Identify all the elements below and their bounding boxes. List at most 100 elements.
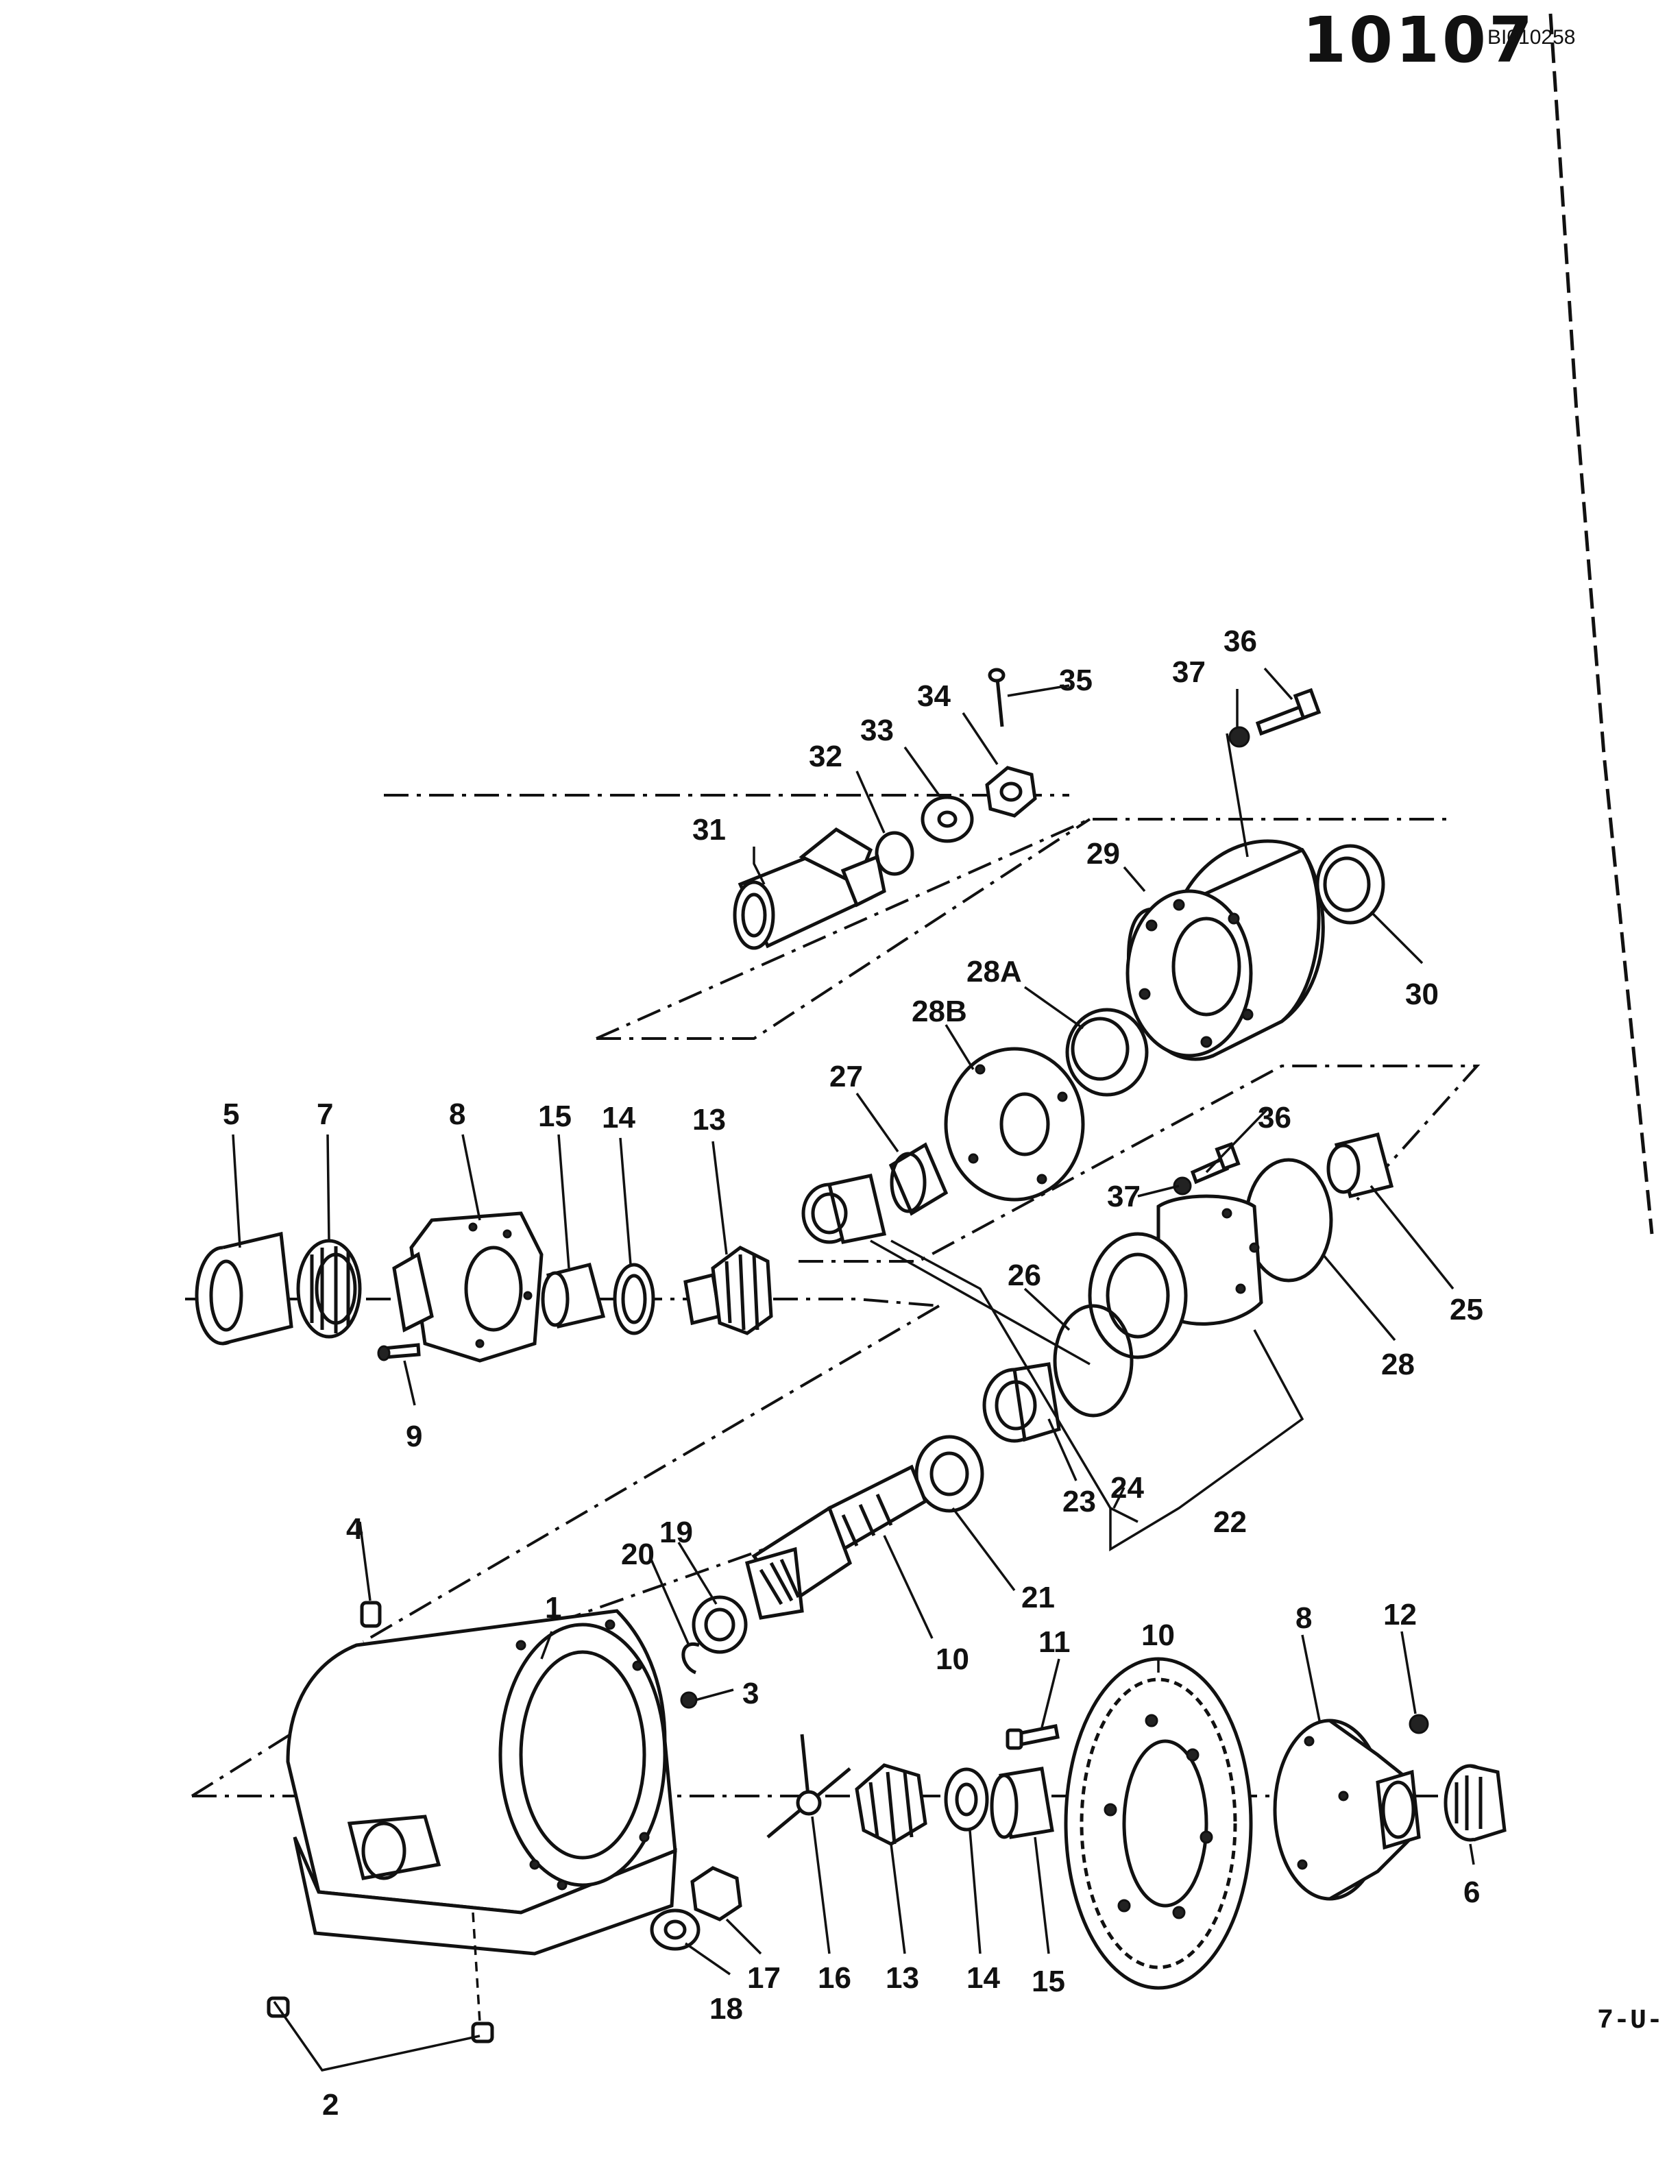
bearing-cone-6 xyxy=(1444,1764,1507,1842)
callout-29: 29 xyxy=(1086,837,1120,871)
leader-24 xyxy=(890,1239,1139,1523)
leader-28a xyxy=(1023,986,1084,1030)
thrust-washer-14-upper xyxy=(613,1263,655,1335)
leader-34 xyxy=(962,712,999,765)
leader-3 xyxy=(695,1688,734,1701)
breather-4 xyxy=(360,1601,382,1628)
axle-housing-1 xyxy=(286,1609,677,1956)
callout-28b: 28B xyxy=(912,995,967,1028)
callout-20: 20 xyxy=(621,1538,655,1571)
callout-3: 3 xyxy=(742,1677,759,1710)
leader-11 xyxy=(1040,1658,1060,1728)
callout-9: 9 xyxy=(406,1420,422,1453)
leader-18 xyxy=(685,1942,731,1976)
drain-plug-axis xyxy=(472,1912,481,2023)
leader-36-mid xyxy=(1205,1107,1269,1174)
leader-23 xyxy=(1047,1418,1078,1481)
callout-8-lower: 8 xyxy=(1295,1601,1312,1635)
callout-15-lower: 15 xyxy=(1032,1965,1065,1998)
bolt-11 xyxy=(1006,1724,1060,1750)
leader-16 xyxy=(811,1816,831,1954)
leader-26-cup xyxy=(870,1239,1091,1366)
callout-27: 27 xyxy=(829,1060,863,1093)
bearing-cone-27 xyxy=(888,1142,949,1216)
pinion-bearing-19 xyxy=(692,1595,748,1654)
callout-36-mid: 36 xyxy=(1258,1101,1291,1135)
callout-18: 18 xyxy=(709,1992,743,2026)
leader-9 xyxy=(403,1360,416,1406)
leader-15-lower xyxy=(1034,1836,1050,1954)
callout-30: 30 xyxy=(1405,978,1439,1011)
cotter-pin xyxy=(988,668,1006,727)
pinion-gear-13-lower xyxy=(855,1763,927,1846)
cap-screw-36-mid xyxy=(1173,1141,1241,1196)
bearing-cup-left xyxy=(801,1174,887,1244)
callout-22: 22 xyxy=(1213,1505,1247,1539)
drive-pinion xyxy=(744,1464,928,1620)
callout-37-mid: 37 xyxy=(1107,1180,1141,1213)
leader-22 xyxy=(1109,1329,1304,1552)
cap-screw-36-top xyxy=(1255,688,1322,736)
callout-10-ring: 10 xyxy=(1141,1618,1175,1652)
callout-15-upper: 15 xyxy=(538,1100,572,1133)
nut-12 xyxy=(1409,1714,1429,1734)
callout-12: 12 xyxy=(1383,1598,1417,1631)
thrust-washer-15-upper xyxy=(541,1262,606,1329)
plane-diff-axis xyxy=(185,1298,940,1307)
callout-28: 28 xyxy=(1381,1348,1415,1381)
callout-34: 34 xyxy=(917,679,951,713)
differential-case-half-8-lower xyxy=(1273,1719,1421,1901)
leader-21 xyxy=(951,1507,1016,1592)
callout-13-lower: 13 xyxy=(886,1961,919,1995)
leader-14-upper xyxy=(619,1137,632,1265)
callout-14-upper: 14 xyxy=(602,1101,635,1135)
snap-ring-20 xyxy=(681,1642,700,1675)
callout-36-top: 36 xyxy=(1224,624,1257,658)
callout-6: 6 xyxy=(1463,1876,1480,1909)
lock-washer-37-top xyxy=(1228,726,1250,748)
plane-diff-diag xyxy=(362,1305,940,1643)
bearing-retainer-28b xyxy=(944,1047,1085,1202)
leader-15-upper xyxy=(557,1134,570,1269)
callout-37-top: 37 xyxy=(1172,655,1206,689)
callout-31: 31 xyxy=(692,813,726,847)
leader-13-upper xyxy=(711,1141,728,1255)
callout-23: 23 xyxy=(1062,1485,1096,1518)
leader-28 xyxy=(1322,1253,1396,1342)
page-border-line xyxy=(1548,13,1654,1235)
figure-number: 10107 xyxy=(1302,3,1535,77)
leader-36-top xyxy=(1263,667,1293,701)
callout-24: 24 xyxy=(1110,1471,1144,1505)
callout-14-lower: 14 xyxy=(966,1961,1000,1995)
callout-7: 7 xyxy=(317,1097,333,1131)
differential-case-half-8 xyxy=(392,1211,544,1363)
leader-37-mid xyxy=(1137,1185,1180,1198)
side-gear-17 xyxy=(690,1866,742,1921)
callout-32: 32 xyxy=(809,740,842,773)
callout-21: 21 xyxy=(1021,1581,1055,1614)
callout-1: 1 xyxy=(545,1591,561,1625)
leader-26 xyxy=(1023,1287,1071,1331)
leader-30 xyxy=(1369,910,1424,964)
callout-13-upper: 13 xyxy=(692,1103,726,1137)
drain-plugs-2 xyxy=(267,1996,494,2043)
plane-middle xyxy=(799,1065,1481,1263)
leader-1 xyxy=(540,1631,553,1660)
leader-33 xyxy=(903,746,940,797)
callout-26: 26 xyxy=(1008,1259,1041,1292)
leader-2 xyxy=(273,2000,480,2072)
leader-35 xyxy=(1007,684,1070,697)
slotted-nut xyxy=(985,766,1037,818)
leader-13-lower xyxy=(890,1843,906,1954)
page-reference: 7-U- xyxy=(1597,2006,1663,2037)
document-id: BI010258 xyxy=(1487,26,1575,49)
callout-2: 2 xyxy=(322,2088,339,2122)
leader-20 xyxy=(650,1559,690,1646)
thrust-washer-14-lower xyxy=(944,1767,989,1832)
leader-4 xyxy=(358,1521,372,1601)
shim-28a xyxy=(1065,1008,1149,1097)
leader-14-lower xyxy=(969,1830,982,1954)
leader-7 xyxy=(326,1134,330,1241)
